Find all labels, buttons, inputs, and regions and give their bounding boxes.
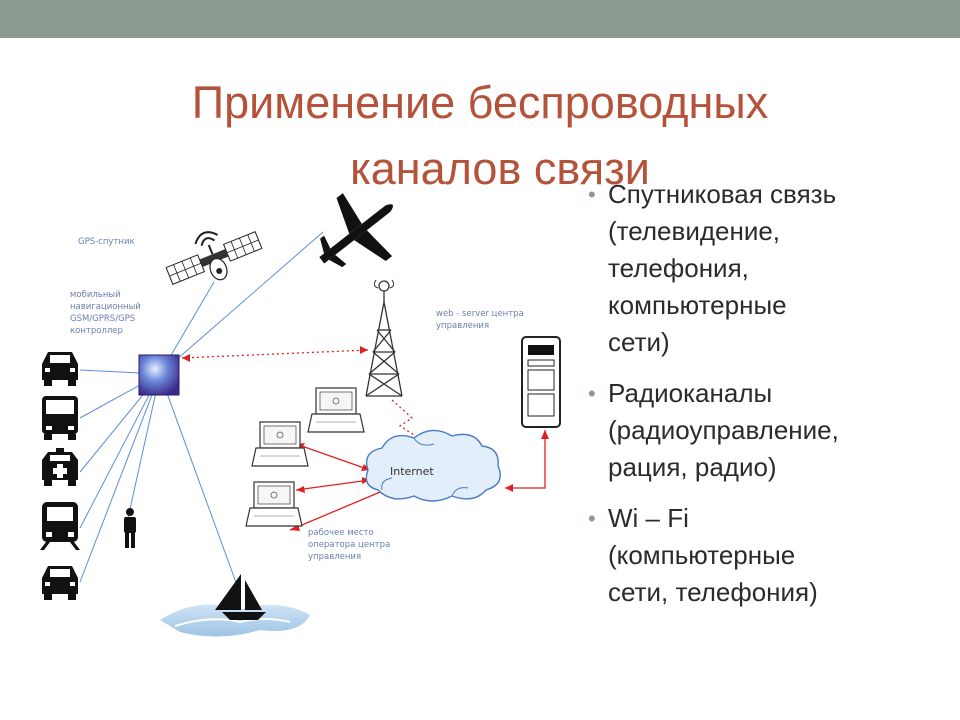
controller-label: мобильный навигационный GSM/GPRS/GPS кон… xyxy=(70,290,141,336)
bullet-line: рация, радио) xyxy=(608,452,777,482)
bullet-dot-icon: • xyxy=(588,381,596,406)
bullet-line: Спутниковая связь xyxy=(608,179,837,209)
car-icon-2 xyxy=(42,566,78,600)
controller-label-line-2: навигационный xyxy=(70,302,141,312)
bullet-dot-icon: • xyxy=(588,506,596,531)
laptop-icon xyxy=(307,387,365,433)
red-links xyxy=(181,349,546,531)
controller-label-line-1: мобильный xyxy=(70,290,121,300)
network-diagram: GPS-спутник мобильный навигационный GSM/… xyxy=(40,193,561,637)
bullet-line: Wi – Fi xyxy=(608,503,689,533)
controller-label-line-3: GSM/GPRS/GPS xyxy=(70,314,135,324)
bullet-list: • Спутниковая связь (телевидение, телефо… xyxy=(588,176,948,625)
sailboat-icon xyxy=(160,574,310,637)
internet-label: Internet xyxy=(390,465,434,478)
bullet-line: Радиоканалы xyxy=(608,378,773,408)
train-icon xyxy=(40,502,80,550)
top-band xyxy=(0,0,960,38)
bullet-line: компьютерные xyxy=(608,290,787,320)
car-icon xyxy=(42,352,78,386)
title-line-2: каналов связи xyxy=(350,143,650,194)
bullet-line: (компьютерные xyxy=(608,540,796,570)
internet-cloud-icon xyxy=(365,429,501,502)
arrow-heads xyxy=(182,346,549,531)
bullet-line: (телевидение, xyxy=(608,216,781,246)
operator-label-line-3: управления xyxy=(308,552,361,562)
controller-icon xyxy=(138,354,180,396)
blue-links xyxy=(79,231,324,589)
title-line-1: Применение беспроводных xyxy=(191,77,769,128)
airplane-icon xyxy=(319,193,393,268)
operator-label: рабочее место оператора центра управлени… xyxy=(308,528,390,562)
server-label-line-2: управления xyxy=(436,321,489,331)
bullet-line: сети) xyxy=(608,327,670,357)
bullet-line: телефония, xyxy=(608,253,749,283)
server-label-line-1: web - server центра xyxy=(436,309,524,319)
bullet-dot-icon: • xyxy=(588,182,596,207)
ambulance-icon xyxy=(42,448,78,486)
controller-label-line-4: контроллер xyxy=(70,326,123,336)
server-label: web - server центра управления xyxy=(436,309,524,331)
bullet-line: сети, телефония) xyxy=(608,577,818,607)
slide-title: Применение беспроводных каналов связи xyxy=(120,70,840,202)
laptop-icon-3 xyxy=(245,481,303,527)
radio-tower-icon xyxy=(365,279,403,397)
person-icon xyxy=(124,508,136,548)
operator-label-line-2: оператора центра xyxy=(308,540,390,550)
bullet-radio: • Радиоканалы (радиоуправление, рация, р… xyxy=(588,375,948,486)
gps-label: GPS-спутник xyxy=(78,237,135,247)
operator-label-line-1: рабочее место xyxy=(308,528,374,538)
bus-icon xyxy=(42,396,78,440)
server-icon xyxy=(521,336,561,428)
bullet-line: (радиоуправление, xyxy=(608,415,839,445)
laptop-icon-2 xyxy=(251,421,309,467)
bullet-wifi: • Wi – Fi (компьютерные сети, телефония) xyxy=(588,500,948,611)
gps-satellite-icon xyxy=(165,231,263,285)
bullet-satellite: • Спутниковая связь (телевидение, телефо… xyxy=(588,176,948,361)
